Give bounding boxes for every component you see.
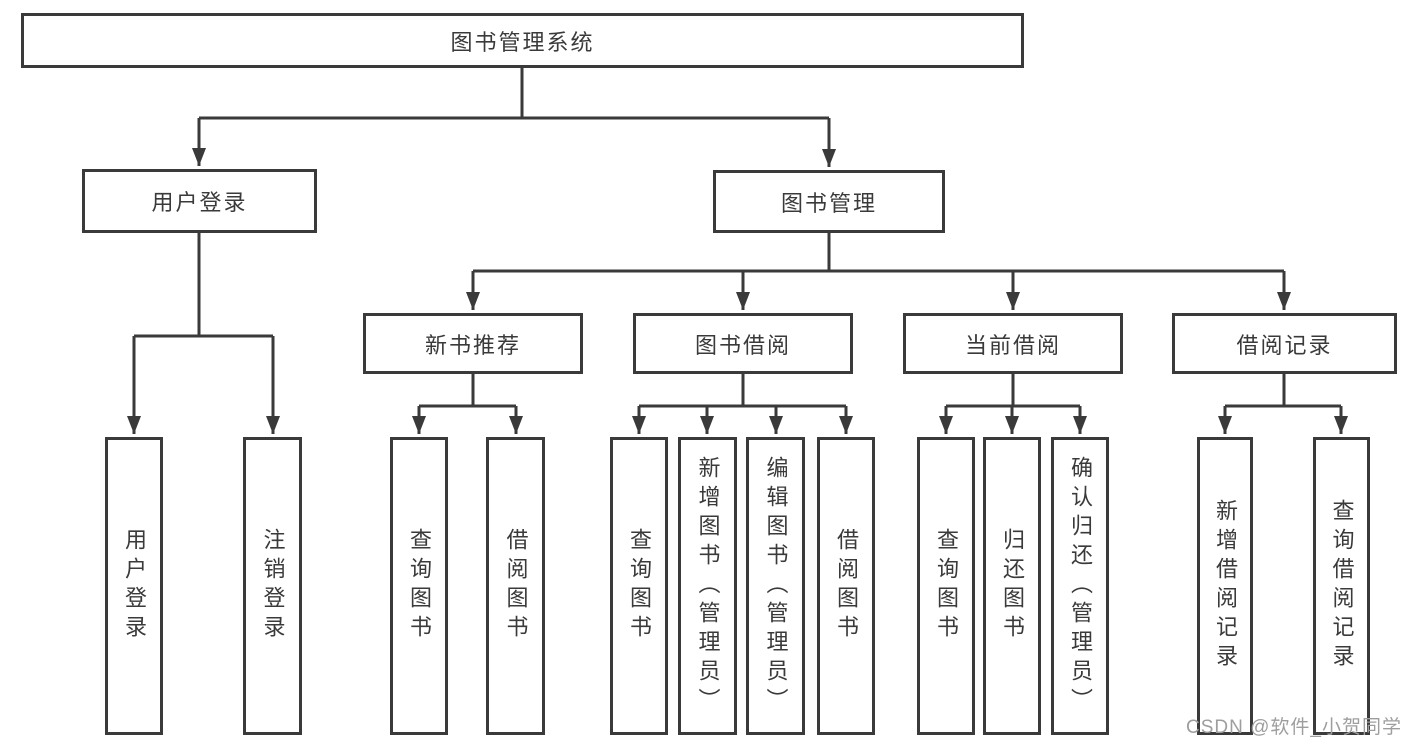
watermark: CSDN @软件_小贺同学 [1186,717,1402,738]
node-label: 查询借阅记录 [1329,499,1355,673]
node-label: 归还图书 [1000,528,1025,644]
node-user-login: 用户登录 [82,169,317,233]
node-add-books-admin: 新增图书（管理员） [678,437,737,735]
node-label: 查询图书 [407,528,432,644]
node-book-management: 图书管理 [713,170,945,233]
node-label: 编辑图书（管理员） [763,455,789,717]
node-label: 查询图书 [627,528,652,644]
node-user-login-action: 用户登录 [105,437,163,735]
node-label: 确认归还（管理员） [1068,455,1093,717]
node-label: 用户登录 [151,190,248,215]
node-label: 图书管理系统 [450,29,595,55]
node-label: 用户登录 [122,528,147,644]
node-label: 图书管理 [780,190,877,216]
node-borrow-records: 借阅记录 [1172,313,1397,374]
node-borrow-books: 借阅图书 [817,437,875,735]
node-add-borrow-record: 新增借阅记录 [1197,437,1253,735]
node-confirm-return-admin: 确认归还（管理员） [1051,437,1109,735]
node-root: 图书管理系统 [21,13,1024,68]
node-label: 借阅图书 [503,528,529,644]
node-query-books-current: 查询图书 [917,437,975,735]
node-query-books-recommend: 查询图书 [390,437,448,735]
node-new-book-recommend: 新书推荐 [363,313,583,374]
node-label: 当前借阅 [964,332,1061,358]
node-borrow-books-recommend: 借阅图书 [486,437,545,735]
node-label: 借阅图书 [834,528,859,644]
node-label: 查询图书 [934,528,959,644]
node-query-books-borrow: 查询图书 [610,437,668,735]
node-label: 新书推荐 [424,332,521,358]
node-label: 新增借阅记录 [1213,499,1238,673]
node-current-borrow: 当前借阅 [903,313,1123,374]
node-query-borrow-record: 查询借阅记录 [1313,437,1370,735]
node-label: 新增图书（管理员） [695,455,721,717]
node-return-books: 归还图书 [983,437,1041,735]
node-label: 注销登录 [260,528,286,644]
node-label: 借阅记录 [1236,332,1333,358]
node-logout: 注销登录 [243,437,302,735]
node-book-borrow: 图书借阅 [633,313,853,374]
node-edit-books-admin: 编辑图书（管理员） [746,437,805,735]
node-label: 图书借阅 [694,332,791,358]
